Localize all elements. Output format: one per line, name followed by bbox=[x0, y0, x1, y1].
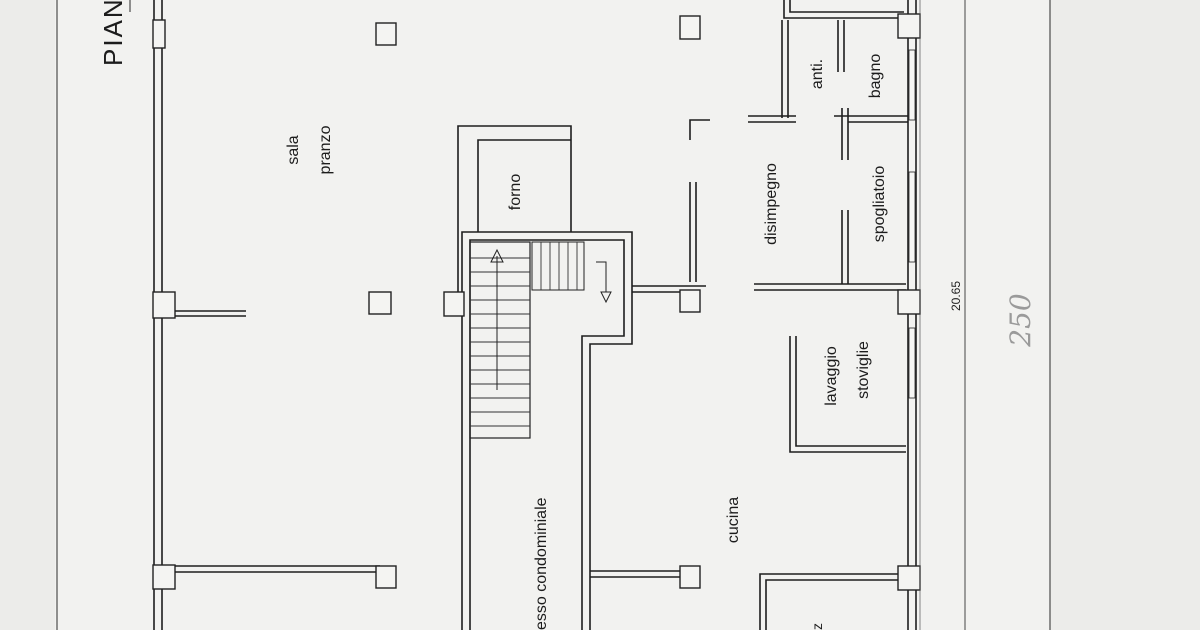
lavaggio-walls-b bbox=[795, 336, 906, 447]
left-column-middle bbox=[152, 291, 176, 319]
room-label-disimpegno: disimpegno bbox=[763, 163, 780, 245]
paper-sheet bbox=[55, 0, 1050, 630]
pillar-right-lower bbox=[897, 565, 921, 591]
stair-down-arrow-head bbox=[600, 291, 612, 304]
pillar-top-right bbox=[679, 15, 701, 40]
pillar-stair-left bbox=[443, 291, 465, 317]
room-label-bagno: bagno bbox=[867, 54, 884, 99]
service-top-walls bbox=[783, 0, 908, 19]
door-jamb-upper bbox=[689, 119, 710, 140]
pillar-right-middle bbox=[897, 289, 921, 315]
room-label-accesso: esso condominiale bbox=[533, 497, 550, 630]
stair-flight bbox=[469, 241, 531, 439]
stair-treads bbox=[470, 257, 530, 427]
room-label-cucina: cucina bbox=[725, 497, 742, 543]
lavaggio-walls bbox=[789, 336, 906, 453]
pillar-right-top bbox=[897, 13, 921, 39]
room-label-anti: anti. bbox=[809, 59, 826, 89]
window-right-2 bbox=[908, 171, 916, 263]
room-label-stoviglie: stoviglie bbox=[855, 341, 872, 399]
room-label-pranzo: pranzo bbox=[317, 125, 334, 174]
pillar-kitchen-upper bbox=[679, 289, 701, 313]
room-label-spogliatoio: spogliatoio bbox=[871, 166, 888, 243]
dimension-label: 20.65 bbox=[949, 281, 963, 311]
oven-outer-wall bbox=[457, 125, 572, 300]
pillar-kitchen-lower bbox=[679, 565, 701, 589]
pillar-bottom-left bbox=[375, 565, 397, 589]
left-column-bottom bbox=[152, 564, 176, 590]
lower-room-mark: z bbox=[809, 623, 825, 630]
window-right-3 bbox=[908, 327, 916, 399]
lower-room-walls bbox=[759, 573, 906, 630]
left-column-top bbox=[152, 19, 166, 49]
oven-inner-wall bbox=[477, 139, 571, 232]
room-label-forno: forno bbox=[507, 174, 524, 211]
landing-step-lines bbox=[540, 242, 578, 290]
stair-landing-steps bbox=[531, 241, 585, 291]
stair-down-arrow bbox=[596, 261, 607, 292]
stair-up-arrow-head bbox=[490, 248, 504, 263]
lower-room-walls-b bbox=[765, 579, 906, 630]
window-right-1 bbox=[908, 49, 916, 121]
pillar-dining-top bbox=[375, 22, 397, 46]
margin-note: 250 bbox=[1004, 293, 1037, 347]
pillar-dining-middle bbox=[368, 291, 392, 315]
title-fragment: PIAN bbox=[98, 0, 128, 66]
room-label-lavaggio: lavaggio bbox=[823, 346, 840, 406]
room-label-sala: sala bbox=[285, 135, 302, 164]
